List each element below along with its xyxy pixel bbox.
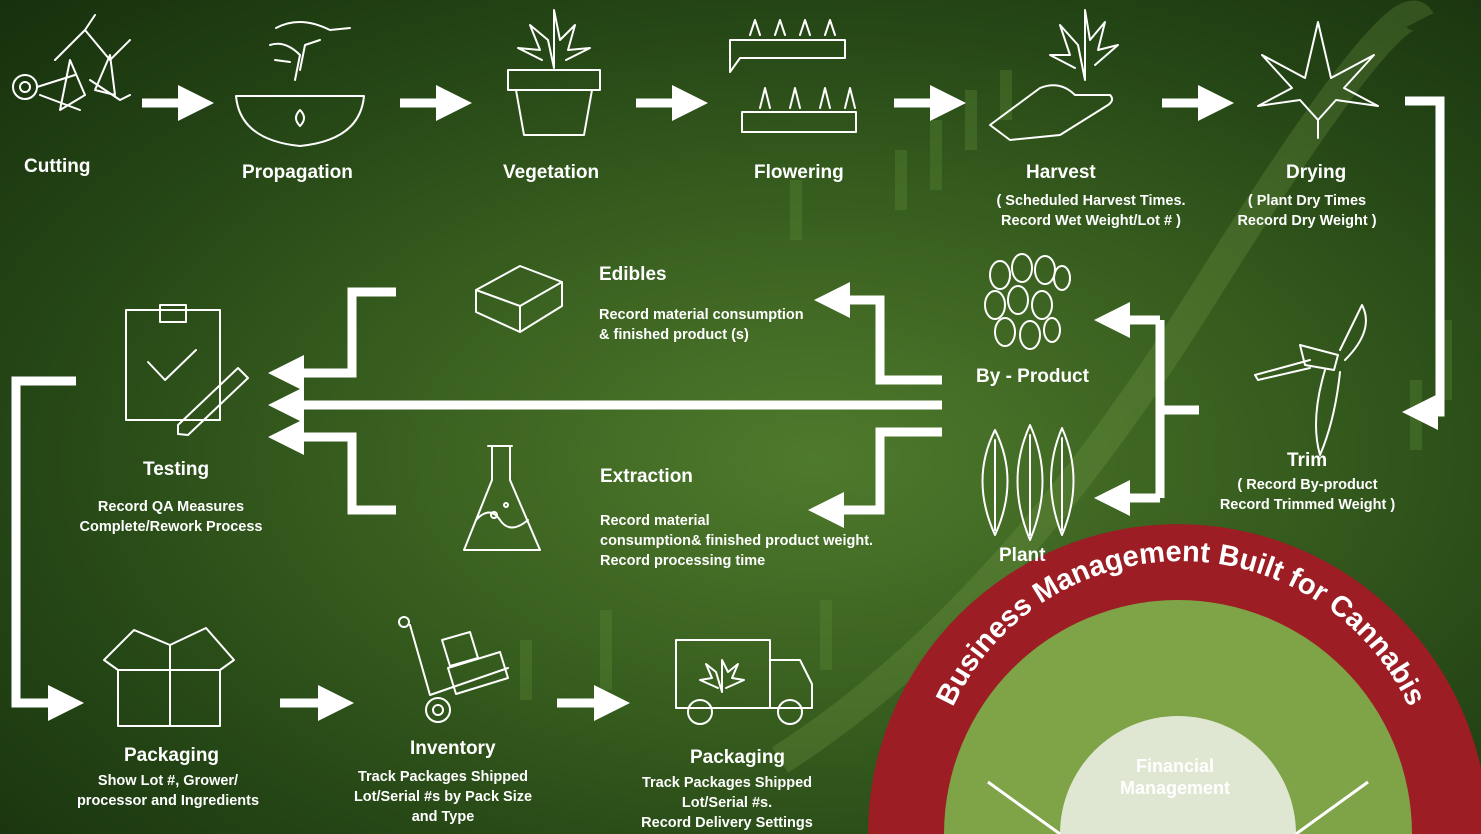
stage-note-delivery: Track Packages Shipped Lot/Serial #s. Re… [641,775,813,831]
stage-title-testing: Testing [143,459,210,480]
stage-title-propagation: Propagation [242,162,353,183]
pruning-shears-icon [1254,304,1367,456]
cannabis-leaf-icon [1257,21,1379,139]
stage-title-delivery: Packaging [690,747,786,768]
harvest-hand-icon [989,9,1119,141]
flower-trays-icon [729,19,857,133]
seed-in-hand-icon [235,21,365,147]
stage-title-edibles: Edibles [599,264,667,285]
stage-note-packaging: Show Lot #, Grower/ processor and Ingred… [76,773,260,809]
stage-title-extraction: Extraction [600,466,693,487]
flask-icon [463,445,541,551]
stage-title-trim: Trim [1287,450,1328,471]
seeds-icon [984,253,1071,350]
stage-title-drying: Drying [1286,162,1347,183]
plant-leaves-icon [981,424,1075,541]
stage-note-testing: Record QA Measures Complete/Rework Proce… [79,499,263,535]
stage-note-trim: ( Record By-product Record Trimmed Weigh… [1219,477,1396,513]
stage-title-vegetation: Vegetation [503,162,600,183]
potted-plant-icon [507,9,601,136]
stage-title-byproduct: By - Product [976,366,1089,387]
stage-title-packaging: Packaging [124,745,220,766]
open-box-icon [103,627,235,727]
stage-title-inventory: Inventory [410,738,496,759]
stage-title-plant: Plant [999,545,1046,566]
delivery-truck-icon [675,639,813,725]
brownie-icon [475,265,563,333]
cutting-icon [12,14,131,111]
stage-note-extraction: Record material consumption& finished pr… [600,513,874,569]
stage-note-drying: ( Plant Dry Times Record Dry Weight ) [1237,193,1377,229]
stage-note-harvest: ( Scheduled Harvest Times. Record Wet We… [996,193,1186,229]
hand-truck-icon [398,616,509,723]
stage-note-edibles: Record material consumption & finished p… [599,307,804,343]
wheel-segment-label: Financial Management [1119,756,1231,798]
stage-title-flowering: Flowering [754,162,844,183]
stage-note-inventory: Track Packages Shipped Lot/Serial #s by … [353,769,533,825]
stage-title-harvest: Harvest [1026,162,1096,183]
clipboard-check-icon [125,304,249,436]
stage-title-cutting: Cutting [24,156,91,177]
